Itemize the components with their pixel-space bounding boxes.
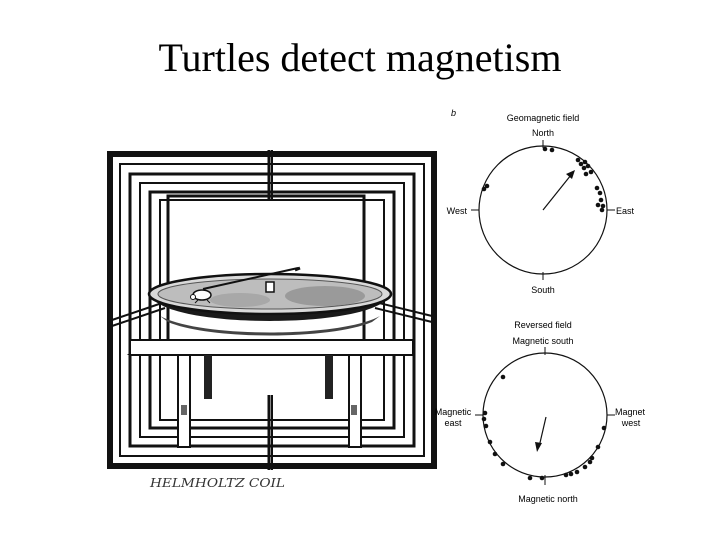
coil-caption: HELMHOLTZ COIL: [149, 476, 285, 490]
top-mean-arrow: [542, 174, 572, 211]
top-east-label: East: [616, 206, 635, 216]
top-south-label: South: [531, 285, 555, 295]
bottom-right-label-1: Magnet: [615, 407, 646, 417]
geomagnetic-diagram: Geomagnetic field North South West East: [447, 113, 635, 295]
top-heading-dots: [481, 146, 606, 213]
bottom-heading-2: Magnetic south: [512, 336, 573, 346]
bottom-left-label-2: east: [444, 418, 462, 428]
panel-letter: b: [451, 108, 456, 118]
bottom-left-label-1: Magnetic: [435, 407, 472, 417]
turtle-icon: [190, 289, 212, 304]
reversed-field-diagram: Reversed field Magnetic south Magnetic n…: [435, 320, 646, 504]
table: [126, 338, 414, 448]
tracking-arm: [202, 266, 301, 293]
bottom-heading-1: Reversed field: [514, 320, 572, 330]
slide-title: Turtles detect magnetism: [158, 35, 562, 80]
bottom-north-label: Magnetic north: [518, 494, 578, 504]
bottom-mean-arrow: [538, 416, 547, 448]
helmholtz-coil: [107, 150, 437, 470]
bottom-right-label-2: west: [621, 418, 641, 428]
top-west-label: West: [447, 206, 468, 216]
top-heading: Geomagnetic field: [507, 113, 580, 123]
bottom-heading-dots: [481, 374, 607, 481]
top-north-label: North: [532, 128, 554, 138]
